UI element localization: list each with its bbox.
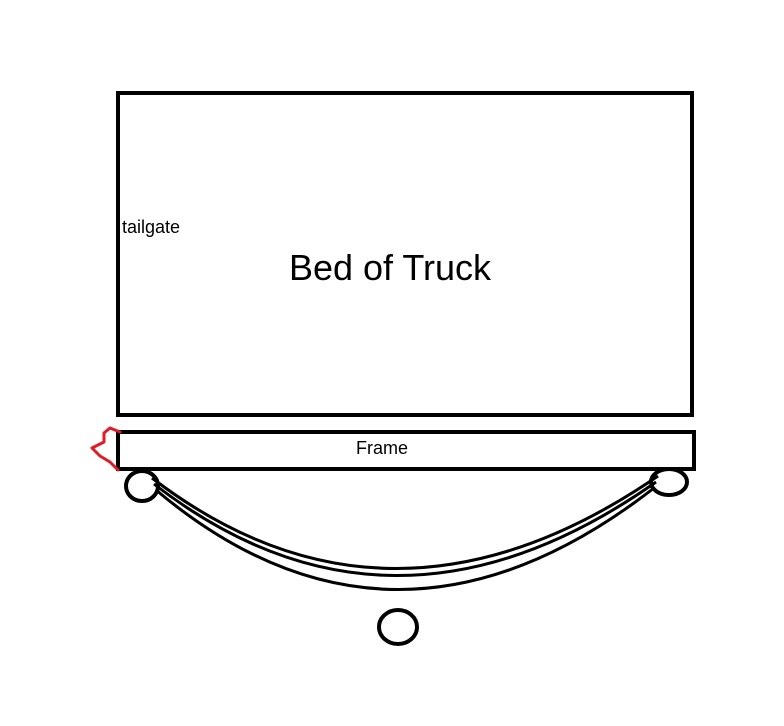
- tailgate-label: tailgate: [122, 217, 181, 237]
- strap-line-3: [155, 486, 655, 591]
- frame-bar: [116, 430, 696, 471]
- right-wheel: [649, 467, 689, 497]
- truck-bed-box: [116, 91, 694, 417]
- frame-label: Frame: [355, 438, 408, 458]
- bottom-wheel: [377, 608, 419, 646]
- strap-line-1: [151, 474, 659, 570]
- left-wheel: [124, 469, 160, 503]
- bed-label: Bed of Truck: [288, 247, 492, 288]
- red-hook-icon: [90, 426, 122, 472]
- strap-line-2: [153, 480, 657, 577]
